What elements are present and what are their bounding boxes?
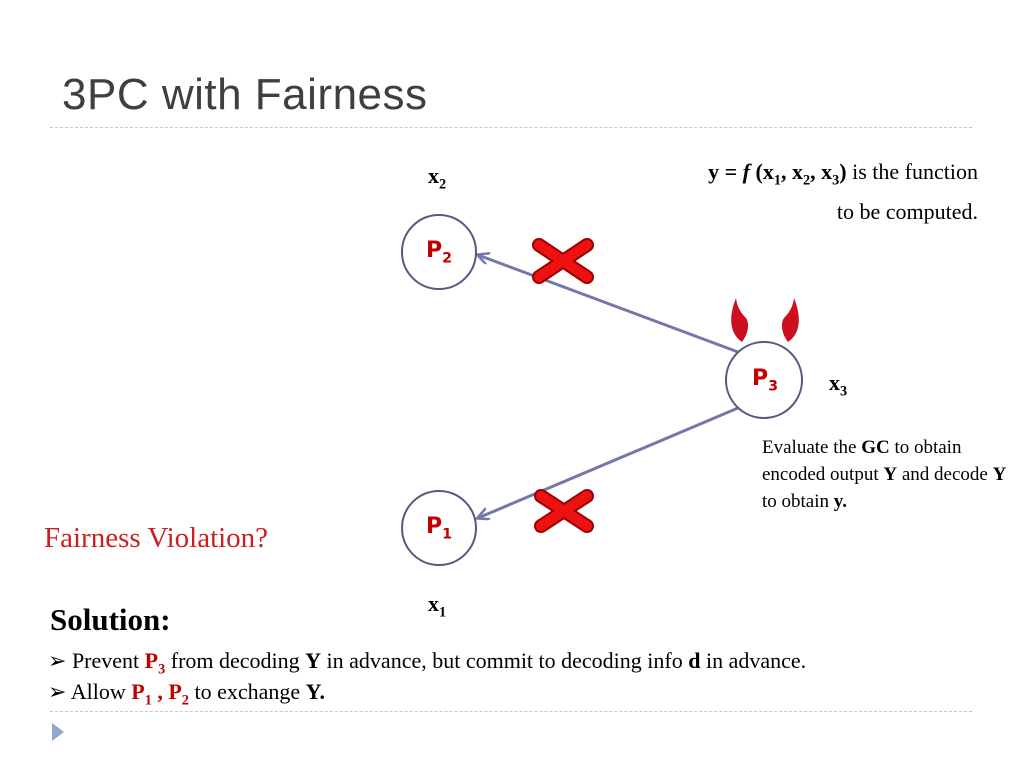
party-p1-circle [401,490,477,566]
devil-horns-icon [731,298,799,342]
play-icon[interactable] [52,723,64,741]
title-divider [50,127,972,128]
bullet-arrow-icon: ➢ [48,679,67,704]
input-x1-label: x1 [428,591,447,621]
cross-icon [532,238,594,284]
solution-bullet-1: ➢ Prevent P3 from decoding Y in advance,… [48,648,807,678]
input-x3-label: x3 [829,370,848,400]
arrow-p3-to-p2 [478,255,739,354]
party-p2-circle [401,214,477,290]
fairness-violation-text: Fairness Violation? [44,522,269,554]
party-p1-label: P1 [426,514,453,543]
party-p2-label: P2 [426,238,453,267]
slide-title: 3PC with Fairness [62,70,428,119]
solution-bullet-2: ➢ Allow P1 , P2 to exchange Y. [48,679,325,709]
solution-heading: Solution: [50,602,171,637]
footer-divider [50,711,972,712]
arrow-p3-to-p1 [478,406,739,518]
party-p3-label: P3 [752,366,779,395]
function-description: y = f (x1, x2, x3) is the function to be… [708,159,978,225]
evaluate-description: Evaluate the GC to obtain encoded output… [762,437,1007,512]
input-x2-label: x2 [428,163,447,193]
party-p3-circle [725,341,803,419]
bullet-arrow-icon: ➢ [48,648,67,673]
cross-icon [534,489,594,533]
